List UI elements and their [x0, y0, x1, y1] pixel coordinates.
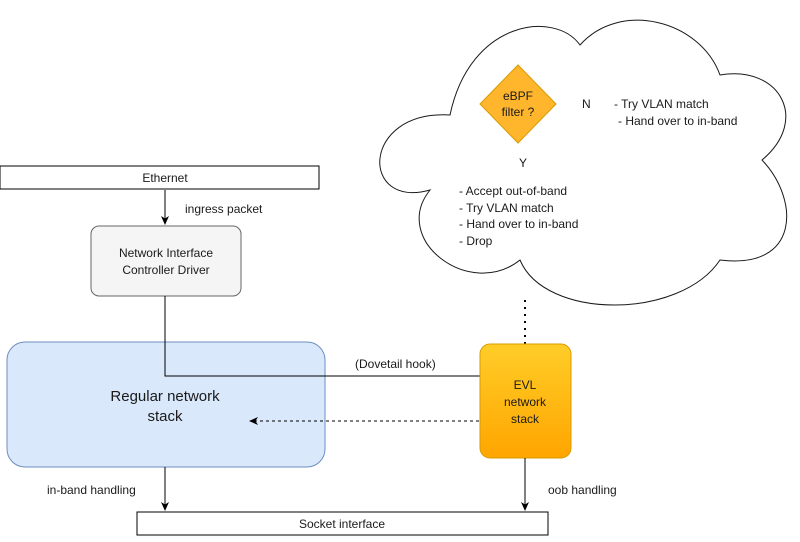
no-branch-label: N	[582, 97, 591, 111]
cloud-shape	[379, 19, 788, 306]
no-action-1: - Try VLAN match	[614, 97, 709, 111]
ingress-label: ingress packet	[185, 202, 263, 216]
regular-stack-node	[6, 341, 326, 468]
in-band-label: in-band handling	[47, 483, 136, 497]
yes-action-3: - Hand over to in-band	[459, 217, 578, 231]
evl-label-line3: stack	[511, 412, 540, 426]
oob-label: oob handling	[548, 483, 617, 497]
evl-label-line1: EVL	[514, 378, 537, 392]
yes-action-4: - Drop	[459, 234, 493, 248]
ethernet-node	[0, 165, 320, 190]
yes-action-2: - Try VLAN match	[459, 201, 554, 215]
no-action-2: - Hand over to in-band	[618, 114, 737, 128]
regular-stack-label-line1: Regular network	[110, 388, 220, 405]
yes-branch-label: Y	[519, 156, 527, 170]
socket-interface-label: Socket interface	[299, 517, 385, 531]
nic-driver-node	[90, 225, 242, 297]
ethernet-label: Ethernet	[142, 171, 188, 185]
yes-action-1: - Accept out-of-band	[459, 184, 567, 198]
nic-driver-label-line2: Controller Driver	[122, 263, 209, 277]
ebpf-label-line2: filter ?	[502, 105, 535, 119]
socket-interface-node	[136, 511, 549, 536]
nic-driver-label-line1: Network Interface	[119, 246, 213, 260]
dovetail-label: (Dovetail hook)	[355, 357, 436, 371]
regular-stack-label-line2: stack	[147, 408, 183, 425]
ebpf-label-line1: eBPF	[503, 89, 533, 103]
ebpf-filter-decision	[479, 64, 557, 144]
evl-label-line2: network	[504, 395, 547, 409]
